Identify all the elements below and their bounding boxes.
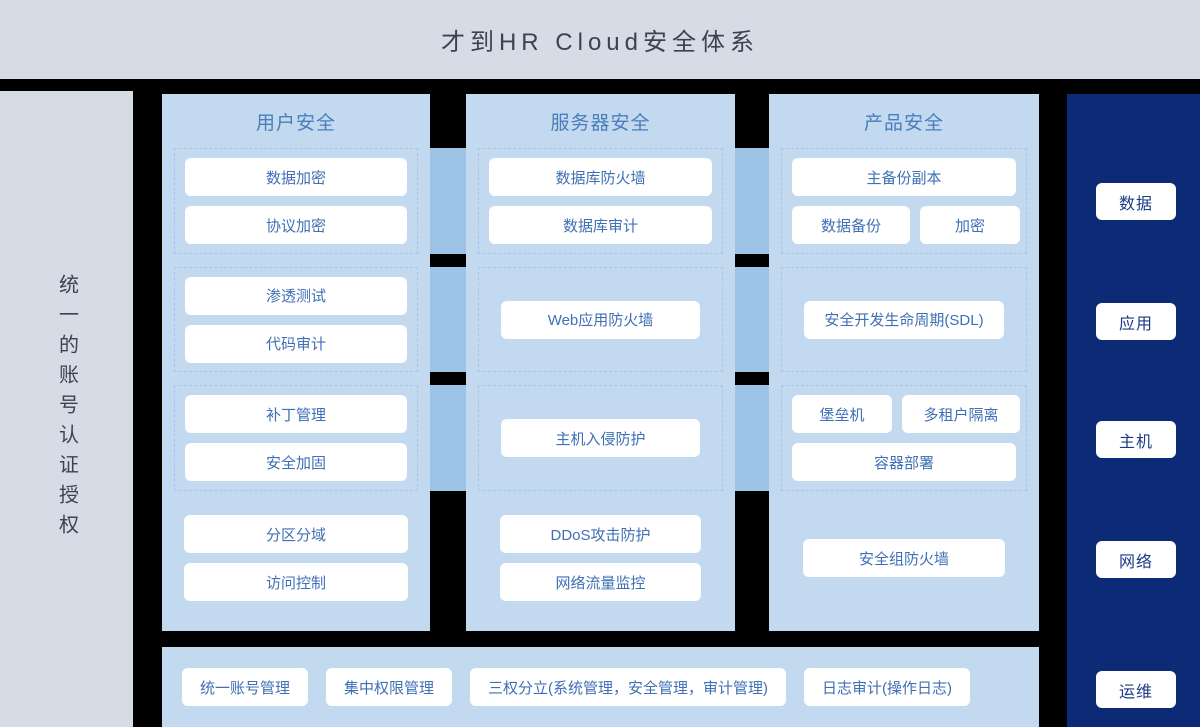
layer-pill-network[interactable]: 网络 <box>1096 541 1176 578</box>
group-3-4: 安全组防火墙 <box>781 505 1027 611</box>
chip-row-split: 数据备份 加密 <box>782 201 1026 249</box>
bridge-col1-col2-row3 <box>430 385 466 491</box>
bridge-col2-col3-row1 <box>735 148 771 254</box>
group-2-4: DDoS攻击防护 网络流量监控 <box>478 505 723 611</box>
chip-item[interactable]: 访问控制 <box>184 563 408 601</box>
column-product-security: 产品安全 主备份副本 数据备份 加密 安全开发生命周期(SDL) 堡垒机 多租户… <box>769 94 1039 631</box>
column-server-security: 服务器安全 数据库防火墙 数据库审计 Web应用防火墙 主机入侵防护 DDoS攻… <box>466 94 735 631</box>
chip-item[interactable]: 补丁管理 <box>185 395 407 433</box>
chip-item[interactable]: 安全加固 <box>185 443 407 481</box>
group-2-2: Web应用防火墙 <box>478 267 723 372</box>
chip-item[interactable]: 数据库审计 <box>489 206 712 244</box>
page-title: 才到HR Cloud安全体系 <box>440 29 760 56</box>
chip-item[interactable]: 安全组防火墙 <box>803 539 1005 577</box>
group-2-1: 数据库防火墙 数据库审计 <box>478 148 723 254</box>
column-header-2: 服务器安全 <box>550 112 651 134</box>
chip-item[interactable]: 分区分域 <box>184 515 408 553</box>
group-3-3: 堡垒机 多租户隔离 容器部署 <box>781 385 1027 491</box>
bottom-chip-item[interactable]: 集中权限管理 <box>326 668 453 706</box>
group-1-2: 渗透测试 代码审计 <box>174 267 418 372</box>
column-header-1: 用户安全 <box>255 112 336 134</box>
group-3-2: 安全开发生命周期(SDL) <box>781 267 1027 372</box>
group-3-1: 主备份副本 数据备份 加密 <box>781 148 1027 254</box>
left-vertical-band: 统一的账号认证授权 <box>0 91 133 727</box>
bottom-chip-item[interactable]: 日志审计(操作日志) <box>804 668 971 706</box>
bridge-col1-col2-row1 <box>430 148 466 254</box>
chip-item[interactable]: 渗透测试 <box>185 276 407 315</box>
bridge-col2-col3-row3 <box>735 385 771 491</box>
chip-item[interactable]: 堡垒机 <box>792 395 892 433</box>
bridge-col2-col3-row2 <box>735 267 771 372</box>
chip-row-split: 堡垒机 多租户隔离 <box>782 390 1026 438</box>
layer-pill-app[interactable]: 应用 <box>1096 303 1176 340</box>
chip-item[interactable]: 多租户隔离 <box>902 395 1020 433</box>
chip-item[interactable]: 数据库防火墙 <box>489 158 712 196</box>
chip-item[interactable]: DDoS攻击防护 <box>500 515 701 553</box>
bottom-account-bar: 统一账号管理 集中权限管理 三权分立(系统管理，安全管理，审计管理) 日志审计(… <box>162 647 1039 727</box>
bottom-chip-item[interactable]: 三权分立(系统管理，安全管理，审计管理) <box>470 668 787 706</box>
layer-pill-host[interactable]: 主机 <box>1096 421 1176 458</box>
bottom-chip-item[interactable]: 统一账号管理 <box>182 668 309 706</box>
chip-item[interactable]: 数据备份 <box>792 206 910 244</box>
right-layer-panel: 数据 应用 主机 网络 运维 <box>1067 94 1200 727</box>
left-band-label: 统一的账号认证授权 <box>55 274 78 544</box>
group-1-4: 分区分域 访问控制 <box>174 505 418 611</box>
chip-item[interactable]: 代码审计 <box>185 324 407 363</box>
column-header-3: 产品安全 <box>863 112 944 134</box>
bridge-col1-col2-row2 <box>430 267 466 372</box>
chip-item[interactable]: 协议加密 <box>185 206 407 244</box>
chip-item[interactable]: 网络流量监控 <box>500 563 701 601</box>
chip-item[interactable]: 加密 <box>920 206 1020 244</box>
chip-item[interactable]: 容器部署 <box>792 443 1016 481</box>
layer-pill-ops[interactable]: 运维 <box>1096 671 1176 708</box>
group-1-1: 数据加密 协议加密 <box>174 148 418 254</box>
layer-pill-data[interactable]: 数据 <box>1096 183 1176 220</box>
chip-item[interactable]: 安全开发生命周期(SDL) <box>804 300 1004 339</box>
group-2-3: 主机入侵防护 <box>478 385 723 491</box>
page-header: 才到HR Cloud安全体系 <box>0 0 1200 79</box>
chip-item[interactable]: Web应用防火墙 <box>501 300 700 339</box>
chip-item[interactable]: 主备份副本 <box>792 158 1016 196</box>
column-user-security: 用户安全 数据加密 协议加密 渗透测试 代码审计 补丁管理 安全加固 分区分域 … <box>162 94 430 631</box>
chip-item[interactable]: 数据加密 <box>185 158 407 196</box>
group-1-3: 补丁管理 安全加固 <box>174 385 418 491</box>
chip-item[interactable]: 主机入侵防护 <box>501 419 700 457</box>
